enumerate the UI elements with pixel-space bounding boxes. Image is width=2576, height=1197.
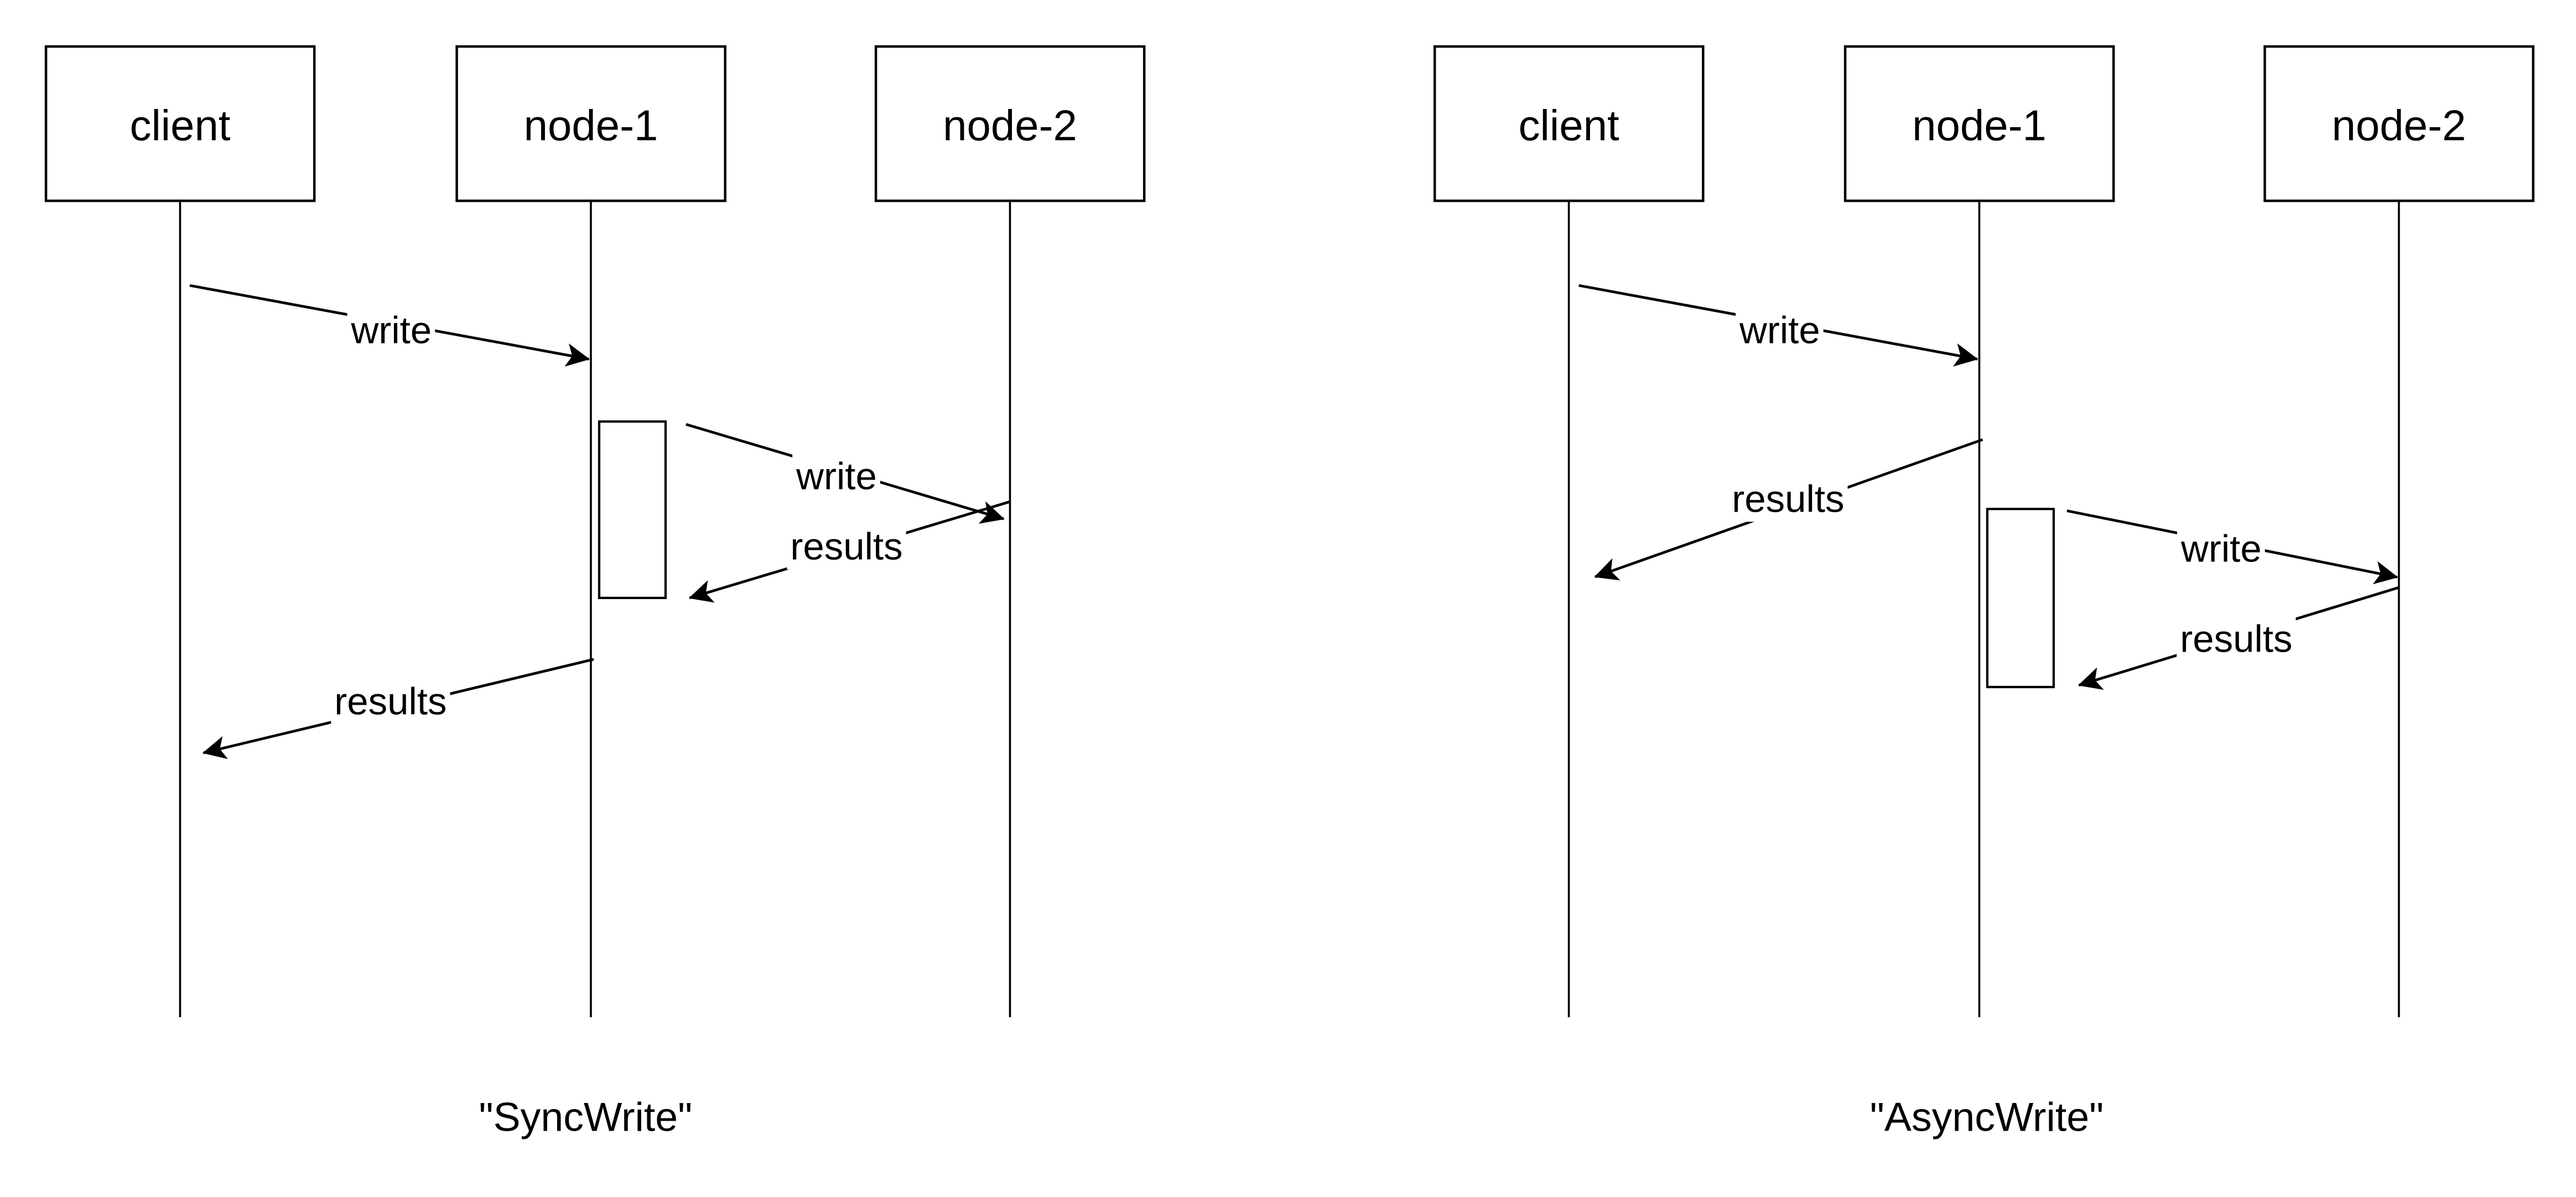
activation-bar-node-1 [598, 420, 667, 600]
actor-label-client: client [1519, 101, 1619, 150]
message-label-write-1: write [351, 309, 432, 352]
caption-syncwrite: "SyncWrite" [479, 1094, 693, 1140]
label-background [331, 678, 450, 725]
actor-box-node-2 [2263, 45, 2535, 202]
message-label-results-2: results [2180, 618, 2292, 660]
actor-label-node-2: node-2 [2331, 101, 2466, 150]
message-label-results-1: results [1732, 477, 1844, 520]
message-label-results-2: results [334, 680, 446, 723]
label-background [2177, 525, 2265, 572]
label-background [1728, 476, 1848, 522]
syncwrite-diagram: client node-1 node-2 write write results… [44, 45, 1146, 1140]
message-label-write-1: write [1739, 309, 1820, 352]
message-label-results-1: results [790, 525, 902, 568]
asyncwrite-diagram: client node-1 node-2 write results write… [1433, 45, 2535, 1140]
activation-bar-node-1 [1986, 508, 2055, 689]
actor-label-client: client [129, 101, 230, 150]
actor-box-node-2 [874, 45, 1146, 202]
caption-asyncwrite: "AsyncWrite" [1870, 1094, 2104, 1140]
label-background [787, 523, 906, 570]
actor-box-client [1433, 45, 1705, 202]
actor-label-node-2: node-2 [943, 101, 1077, 150]
message-label-write-2: write [2180, 528, 2262, 570]
label-background [2177, 616, 2296, 662]
label-background [1736, 307, 1824, 353]
actor-box-node-1 [1843, 45, 2115, 202]
actor-box-node-1 [455, 45, 726, 202]
label-background [792, 453, 880, 499]
label-background [347, 307, 435, 353]
actor-label-node-1: node-1 [524, 101, 658, 150]
message-label-write-2: write [796, 455, 877, 498]
actor-box-client [44, 45, 316, 202]
actor-label-node-1: node-1 [1912, 101, 2047, 150]
